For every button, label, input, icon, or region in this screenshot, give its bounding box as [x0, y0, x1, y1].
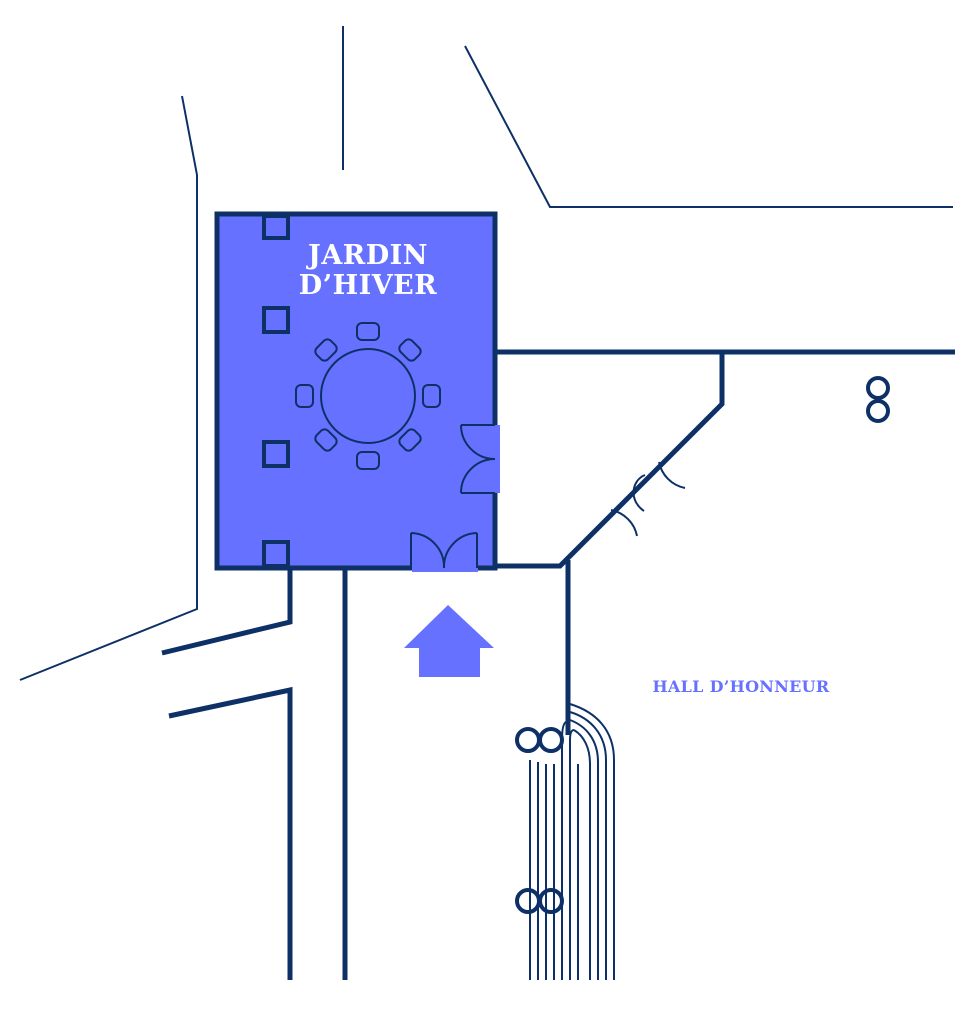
restroom-icon [515, 727, 564, 753]
room-title-line1: JARDIN [306, 240, 428, 271]
corridor-walls [161, 349, 955, 980]
hall-label: HALL D’HONNEUR [653, 677, 830, 696]
entrance-arrow-icon [404, 605, 494, 677]
restroom-icon [866, 376, 890, 423]
column-icon [262, 214, 290, 568]
room-winter-garden[interactable]: JARDIN D’HIVER [214, 211, 500, 572]
door-icon [460, 424, 496, 494]
staircase [529, 703, 615, 980]
room-title-line2: D’HIVER [299, 270, 437, 301]
winter-garden-floor [214, 211, 498, 571]
building-outline [19, 26, 953, 681]
restroom-icon [515, 888, 564, 914]
round-table-icon [295, 322, 441, 470]
door-icon [610, 461, 686, 537]
chair-icon [295, 322, 441, 470]
door-icon [410, 532, 478, 569]
